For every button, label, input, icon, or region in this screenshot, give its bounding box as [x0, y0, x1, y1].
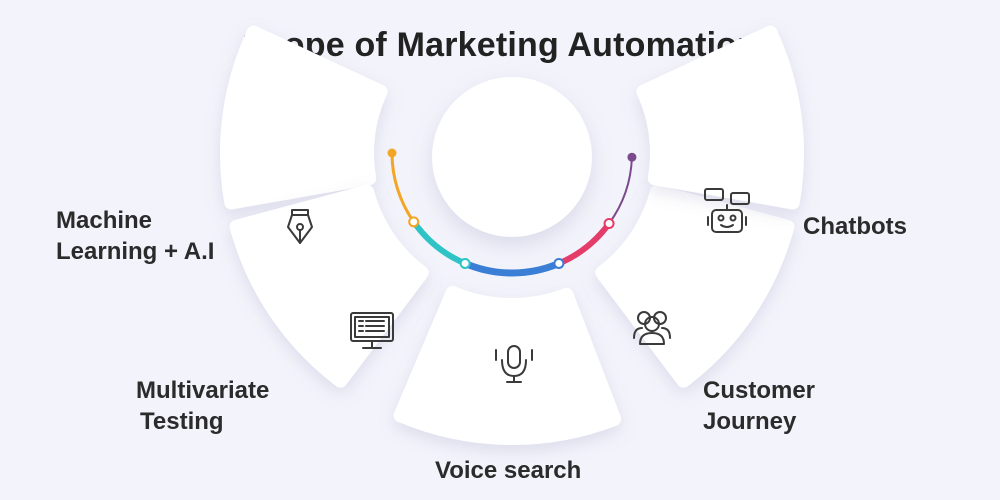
card-voice-search: [393, 285, 622, 445]
microphone-icon: [495, 345, 533, 383]
people-group-icon: [633, 311, 671, 345]
arc-node-1: [408, 216, 420, 228]
card-multivariate-testing: [229, 184, 429, 388]
card-customer-journey: [595, 184, 795, 388]
center-circle: [432, 77, 592, 237]
arc-node-3: [553, 257, 565, 269]
monitor-checklist-icon: [350, 312, 394, 349]
arc-segment-orange: [390, 151, 416, 224]
robot-chat-icon: [704, 188, 750, 233]
arc-node-4: [603, 218, 615, 230]
arc-nodes: [387, 148, 637, 269]
label-multivariate-testing: Multivariate Testing: [136, 377, 270, 435]
label-machine-learning: Machine Learning + A.I: [56, 207, 215, 265]
label-customer-journey: Customer Journey: [703, 377, 816, 435]
arc-node-5: [627, 152, 637, 162]
page-title: Scope of Marketing Automation: [241, 26, 759, 64]
arc-node-2: [459, 257, 471, 269]
arc-segment-purple: [608, 156, 633, 225]
arc-segment-blue: [461, 259, 563, 277]
arc-node-0: [387, 148, 397, 158]
arc-segment-teal: [410, 218, 469, 267]
pen-nib-icon: [287, 209, 313, 244]
segment-cards: [220, 25, 804, 445]
card-chatbots: [636, 25, 804, 210]
label-chatbots: Chatbots: [803, 213, 907, 240]
card-machine-learning: [220, 25, 388, 210]
arc-segment-pink: [555, 220, 613, 267]
label-voice-search: Voice search: [435, 457, 582, 484]
